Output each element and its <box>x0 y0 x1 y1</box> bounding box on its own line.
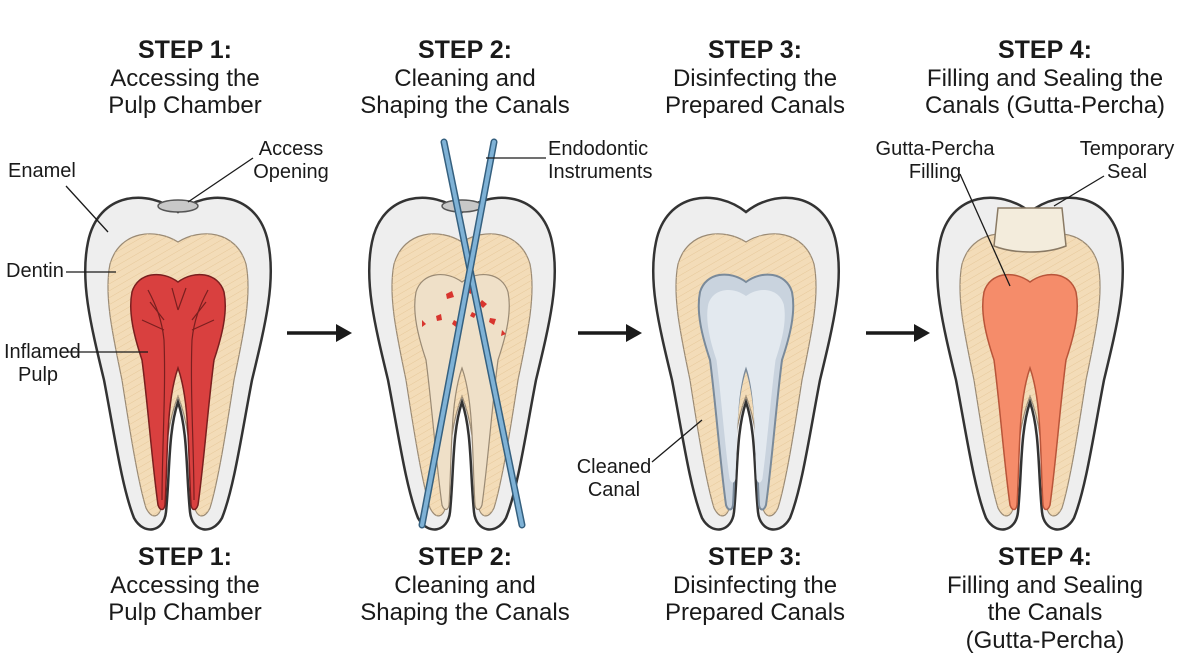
step-4-title-top: STEP 4: Filling and Sealing the Canals (… <box>900 36 1190 120</box>
step-3-number-top: STEP 3: <box>707 36 803 64</box>
temporary-seal-block <box>993 207 1067 253</box>
label-gutta-percha-line-2: Filling <box>908 161 962 183</box>
leader-lines <box>65 157 1105 463</box>
step-4-title-line-2-top: Canals (Gutta-Percha) <box>924 92 1166 120</box>
label-endodontic-line-1: Endodontic <box>548 138 649 160</box>
label-endodontic-line-2: Instruments <box>548 161 653 183</box>
step-2-title-bottom: STEP 2: Cleaning and Shaping the Canals <box>340 543 590 627</box>
access-opening-hole <box>157 199 199 213</box>
step-1-title-line-1-bottom: Accessing the <box>110 571 260 599</box>
step-4-title-bottom: STEP 4: Filling and Sealing the Canals (… <box>920 543 1170 655</box>
step-1-title-line-2-top: Pulp Chamber <box>108 92 262 120</box>
step-3-title-top: STEP 3: Disinfecting the Prepared Canals <box>630 36 880 120</box>
step-3-title-line-1-bottom: Disinfecting the <box>672 571 838 599</box>
step-2-title-top: STEP 2: Cleaning and Shaping the Canals <box>340 36 590 120</box>
step-4-number-bottom: STEP 4: <box>997 543 1093 571</box>
step-2-title-line-1-bottom: Cleaning and <box>394 571 536 599</box>
label-access-opening: Access Opening <box>246 138 336 184</box>
arrow-1-2 <box>287 324 352 342</box>
label-inflamed-pulp-line-1: Inflamed <box>4 341 81 363</box>
step-1-number-top: STEP 1: <box>137 36 233 64</box>
label-access-opening-line-2: Opening <box>253 161 329 183</box>
step-2-title-line-2-bottom: Shaping the Canals <box>360 599 570 627</box>
pulp-vessels <box>141 287 215 501</box>
tooth-step-2 <box>367 138 557 531</box>
label-inflamed-pulp-line-2: Pulp <box>18 364 59 386</box>
label-cleaned-canal-line-1: Cleaned <box>576 456 652 478</box>
arrow-3-4 <box>866 324 930 342</box>
arrow-2-3 <box>578 324 642 342</box>
step-4-title-line-3-bottom: (Gutta-Percha) <box>965 626 1125 654</box>
label-inflamed-pulp: Inflamed Pulp <box>4 341 88 387</box>
label-dentin-text: Dentin <box>6 260 64 282</box>
leader-temporary-seal <box>1053 175 1105 207</box>
step-2-number-bottom: STEP 2: <box>417 543 513 571</box>
label-gutta-percha-filling: Gutta-Percha Filling <box>870 138 1000 184</box>
tooth-step-3 <box>651 196 841 531</box>
step-1-title-bottom: STEP 1: Accessing the Pulp Chamber <box>60 543 310 627</box>
endodontic-files <box>418 138 526 529</box>
tooth-step-1 <box>83 196 273 531</box>
step-2-title-line-2-top: Shaping the Canals <box>360 92 570 120</box>
step-3-title-line-1-top: Disinfecting the <box>672 64 838 92</box>
step-1-number-bottom: STEP 1: <box>137 543 233 571</box>
label-temporary-seal-line-1: Temporary <box>1079 138 1175 160</box>
step-2-title-line-1-top: Cleaning and <box>394 64 536 92</box>
tooth-step-4 <box>935 196 1125 531</box>
label-temporary-seal-line-2: Seal <box>1106 161 1148 183</box>
leader-cleaned-canal <box>651 419 703 463</box>
label-temporary-seal: Temporary Seal <box>1072 138 1182 184</box>
leader-gutta-percha <box>959 173 1011 287</box>
leader-enamel <box>65 185 109 233</box>
step-2-number-top: STEP 2: <box>417 36 513 64</box>
label-access-opening-line-1: Access <box>258 138 324 160</box>
step-3-title-bottom: STEP 3: Disinfecting the Prepared Canals <box>630 543 880 627</box>
label-enamel-text: Enamel <box>8 160 76 182</box>
label-cleaned-canal-line-2: Canal <box>587 479 641 501</box>
step-1-title-line-2-bottom: Pulp Chamber <box>108 599 262 627</box>
step-4-title-line-1-top: Filling and Sealing the <box>926 64 1164 92</box>
label-cleaned-canal: Cleaned Canal <box>572 456 656 502</box>
label-enamel: Enamel <box>8 160 98 183</box>
label-dentin: Dentin <box>6 260 72 283</box>
step-3-number-bottom: STEP 3: <box>707 543 803 571</box>
step-1-title-line-1-top: Accessing the <box>110 64 260 92</box>
step-3-title-line-2-bottom: Prepared Canals <box>664 599 846 627</box>
step-4-number-top: STEP 4: <box>997 36 1093 64</box>
step-3-title-line-2-top: Prepared Canals <box>664 92 846 120</box>
step-4-title-line-2-bottom: the Canals <box>987 599 1103 627</box>
step-4-title-line-1-bottom: Filling and Sealing <box>946 571 1144 599</box>
label-gutta-percha-line-1: Gutta-Percha <box>875 138 995 160</box>
leader-access-opening <box>187 157 254 203</box>
label-endodontic-instruments: Endodontic Instruments <box>548 138 668 184</box>
step-1-title-top: STEP 1: Accessing the Pulp Chamber <box>60 36 310 120</box>
